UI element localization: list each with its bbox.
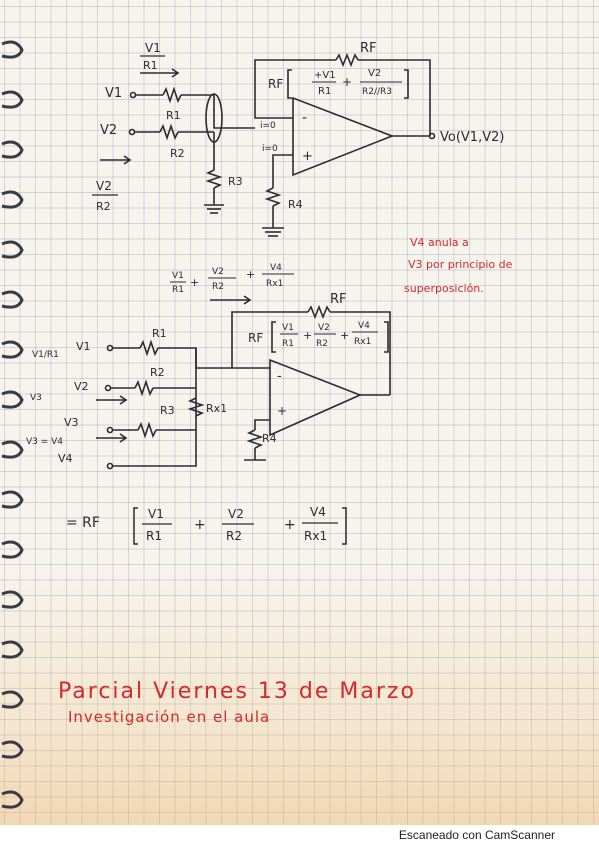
handwritten-content: RF V1 V2 R1 R2 R3 R4 V1 R1 V2 R2 - + Vo(…	[26, 41, 513, 726]
c2-eq-t2-num: V2	[318, 323, 330, 333]
circuit-1	[100, 52, 436, 237]
red-note-line3: superposición.	[404, 282, 484, 295]
eq-t1-den: R1	[146, 529, 162, 543]
c2-r1-label: R1	[152, 327, 167, 340]
red-note: V4 anula a V3 por principio de superposi…	[404, 236, 513, 295]
c2-plus: +	[277, 404, 287, 418]
red-footer-line2: Investigación en el aula	[68, 708, 270, 726]
paper-stain	[0, 560, 599, 825]
c2-eq-t3-num: V4	[358, 321, 370, 331]
c2-top-t3-num: V4	[270, 263, 282, 273]
opamp-2	[269, 358, 363, 437]
c2-top-plus2: +	[246, 268, 255, 281]
svg-text:+: +	[340, 329, 349, 342]
eq-t3-den: Rx1	[304, 529, 327, 543]
equation: = RF V1 R1 + V2 R2 + V4 Rx1	[66, 505, 347, 545]
opamp-1	[292, 96, 395, 177]
r3-resistor-2	[137, 421, 157, 439]
c1-eq-t1-num: +V1	[314, 70, 336, 81]
rf-resistor-2	[307, 304, 331, 320]
c1-r3-label: R3	[228, 175, 243, 188]
c1-rf-label: RF	[360, 41, 377, 56]
r2-resistor-1	[159, 123, 179, 141]
c2-side-v1r1: V1/R1	[32, 350, 59, 360]
scanner-footer: Escaneado con CamScanner	[0, 825, 599, 848]
c1-frac-r2: R2	[96, 200, 111, 213]
r4-resistor-1	[264, 187, 282, 207]
c2-side-v3b: V3 = V4	[26, 437, 63, 447]
c1-i0-bottom: i=0	[262, 144, 278, 154]
svg-text:+: +	[303, 329, 312, 342]
eq-t2-num: V2	[228, 507, 244, 521]
c1-r4-label: R4	[288, 198, 303, 211]
c2-top-t3-den: Rx1	[266, 279, 283, 289]
c1-v1-label: V1	[105, 86, 122, 101]
notebook-page: RF V1 V2 R1 R2 R3 R4 V1 R1 V2 R2 - + Vo(…	[0, 0, 599, 825]
c1-r2-label: R2	[170, 147, 185, 160]
eq-t1-num: V1	[148, 507, 164, 521]
c1-frac-r1: R1	[143, 59, 158, 72]
c2-r3-label: R3	[160, 404, 175, 417]
c2-eq-t1-num: V1	[282, 323, 294, 333]
c1-minus: -	[302, 110, 307, 126]
c1-output: Vo(V1,V2)	[440, 130, 504, 145]
c1-v2-label: V2	[100, 123, 117, 138]
c2-eq-t3-den: Rx1	[354, 337, 371, 347]
eq-plus1: +	[194, 517, 206, 533]
c2-r4-label: R4	[262, 432, 277, 445]
eq-t3-num: V4	[310, 505, 326, 519]
c1-eq-t2-den: R2//R3	[362, 87, 392, 97]
c2-top-t1-den: R1	[172, 285, 184, 295]
c2-r2-label: R2	[150, 366, 165, 379]
c1-eq-prefix: RF	[268, 77, 283, 91]
c1-i0-top: i=0	[260, 121, 276, 131]
c2-v1-label: V1	[76, 340, 91, 353]
c2-v2-label: V2	[74, 380, 89, 393]
r2-resistor-2	[134, 379, 154, 397]
c2-side-v3: V3	[30, 393, 42, 403]
r1-resistor-2	[139, 339, 159, 357]
c1-eq-plus: +	[342, 75, 352, 89]
c2-eq-prefix: RF	[248, 331, 263, 345]
red-footer-line1: Parcial Viernes 13 de Marzo	[58, 679, 416, 704]
eq-plus2: +	[284, 517, 296, 533]
rx1-resistor	[187, 397, 205, 417]
eq-prefix: = RF	[66, 515, 100, 531]
c2-eq-t1-den: R1	[282, 339, 294, 349]
c2-rx1-label: Rx1	[206, 402, 227, 415]
spiral-binding	[1, 40, 24, 809]
c1-eq-t1-den: R1	[318, 86, 331, 97]
c2-top-plus1: +	[190, 276, 199, 289]
c2-top-t2-den: R2	[212, 282, 224, 292]
red-note-line2: V3 por principio de	[408, 258, 513, 271]
circuit-2-labels: V1 R1 + V2 R2 + V4 Rx1 RF RF V1 R1 + V2 …	[26, 263, 378, 465]
c2-minus: -	[277, 369, 282, 384]
c1-frac-v1: V1	[145, 41, 161, 55]
circuit-2	[96, 295, 391, 470]
r4-resistor-2	[246, 429, 264, 449]
r3-resistor-1	[205, 169, 223, 189]
camscanner-watermark: Escaneado con CamScanner	[398, 828, 555, 842]
c2-top-t1-num: V1	[172, 271, 184, 281]
rf-resistor-1	[335, 52, 359, 68]
circuit-1-labels: RF V1 V2 R1 R2 R3 R4 V1 R1 V2 R2 - + Vo(…	[92, 41, 504, 213]
c1-eq-t2-num: V2	[368, 68, 381, 79]
c2-rf-label: RF	[330, 292, 347, 307]
c1-plus: +	[302, 149, 313, 164]
c2-eq-t2-den: R2	[316, 339, 328, 349]
c1-frac-v2: V2	[96, 179, 112, 193]
r1-resistor-1	[162, 86, 182, 104]
red-footer-note: Parcial Viernes 13 de Marzo Investigació…	[58, 679, 416, 726]
c2-v3-label: V3	[64, 416, 79, 429]
c2-v4-label: V4	[58, 452, 73, 465]
eq-t2-den: R2	[226, 529, 242, 543]
c1-r1-label: R1	[166, 109, 181, 122]
red-note-line1: V4 anula a	[410, 236, 469, 249]
c2-top-t2-num: V2	[212, 267, 224, 277]
